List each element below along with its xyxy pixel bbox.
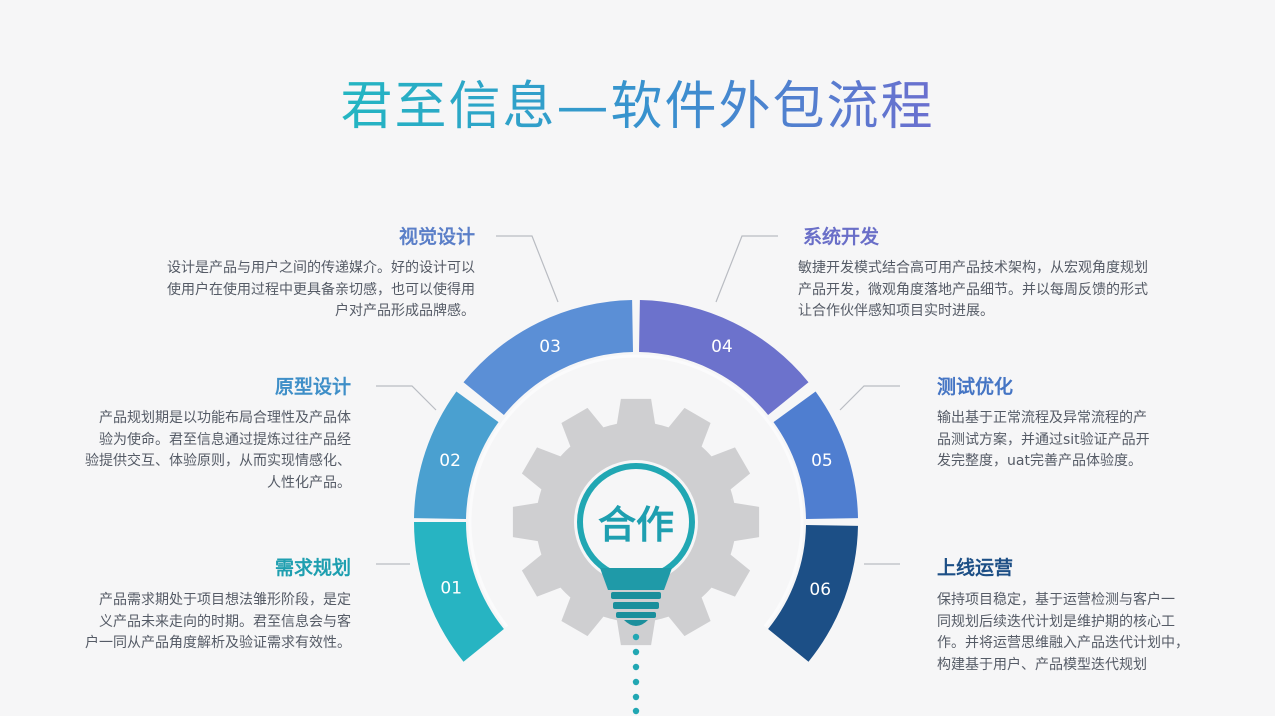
ring-segment-06 (768, 525, 858, 662)
connector-line-03 (496, 235, 559, 303)
ring-segment-04 (639, 300, 809, 415)
segment-number-04: 04 (711, 337, 733, 357)
ring-segment-05 (773, 391, 858, 519)
step-title-05: 测试优化 (937, 376, 1014, 398)
connector-line-02 (376, 385, 437, 411)
segment-number-03: 03 (539, 337, 561, 357)
segment-number-05: 05 (811, 451, 833, 471)
step-title-03: 视觉设计 (398, 226, 475, 248)
dotted-stem (632, 633, 640, 715)
inner-ring (468, 354, 804, 628)
segment-number-02: 02 (439, 451, 461, 471)
center-label: 合作 (598, 503, 674, 547)
segment-number-06: 06 (809, 580, 831, 600)
ring-segment-03 (463, 300, 633, 415)
connector-line-04 (715, 235, 778, 303)
page-title: 君至信息—软件外包流程 (340, 77, 935, 137)
step-desc-05: 输出基于正常流程及异常流程的产品测试方案，并通过sit验证产品开发完整度，uat… (937, 410, 1150, 469)
lightbulb-icon (574, 460, 698, 626)
step-desc-04: 敏捷开发模式结合高可用产品技术架构，从宏观角度规划产品开发，微观角度落地产品细节… (798, 260, 1148, 319)
ring-segment-02 (414, 391, 499, 519)
step-title-06: 上线运营 (937, 557, 1014, 579)
segment-number-01: 01 (440, 578, 462, 598)
segment-labels: 01 02 03 04 05 06 (439, 337, 832, 600)
connector-lines (376, 235, 900, 565)
step-title-02: 原型设计 (274, 376, 351, 398)
step-title-04: 系统开发 (803, 226, 880, 248)
step-desc-03: 设计是产品与用户之间的传递媒介。好的设计可以使用户在使用过程中更具备亲切感，也可… (167, 260, 475, 319)
connector-line-05 (839, 385, 900, 411)
step-title-01: 需求规划 (274, 557, 351, 579)
ring-segments (414, 300, 858, 662)
step-desc-06: 保持项目稳定，基于运营检测与客户一同规划后续迭代计划是维护期的核心工作。并将运营… (937, 592, 1189, 673)
step-desc-01: 产品需求期处于项目想法雏形阶段，是定义产品未来走向的时期。君至信息会与客户一同从… (85, 592, 351, 651)
ring-segment-01 (414, 522, 504, 662)
step-desc-02: 产品规划期是以功能布局合理性及产品体验为使命。君至信息通过提炼过往产品经验提供交… (85, 410, 351, 491)
